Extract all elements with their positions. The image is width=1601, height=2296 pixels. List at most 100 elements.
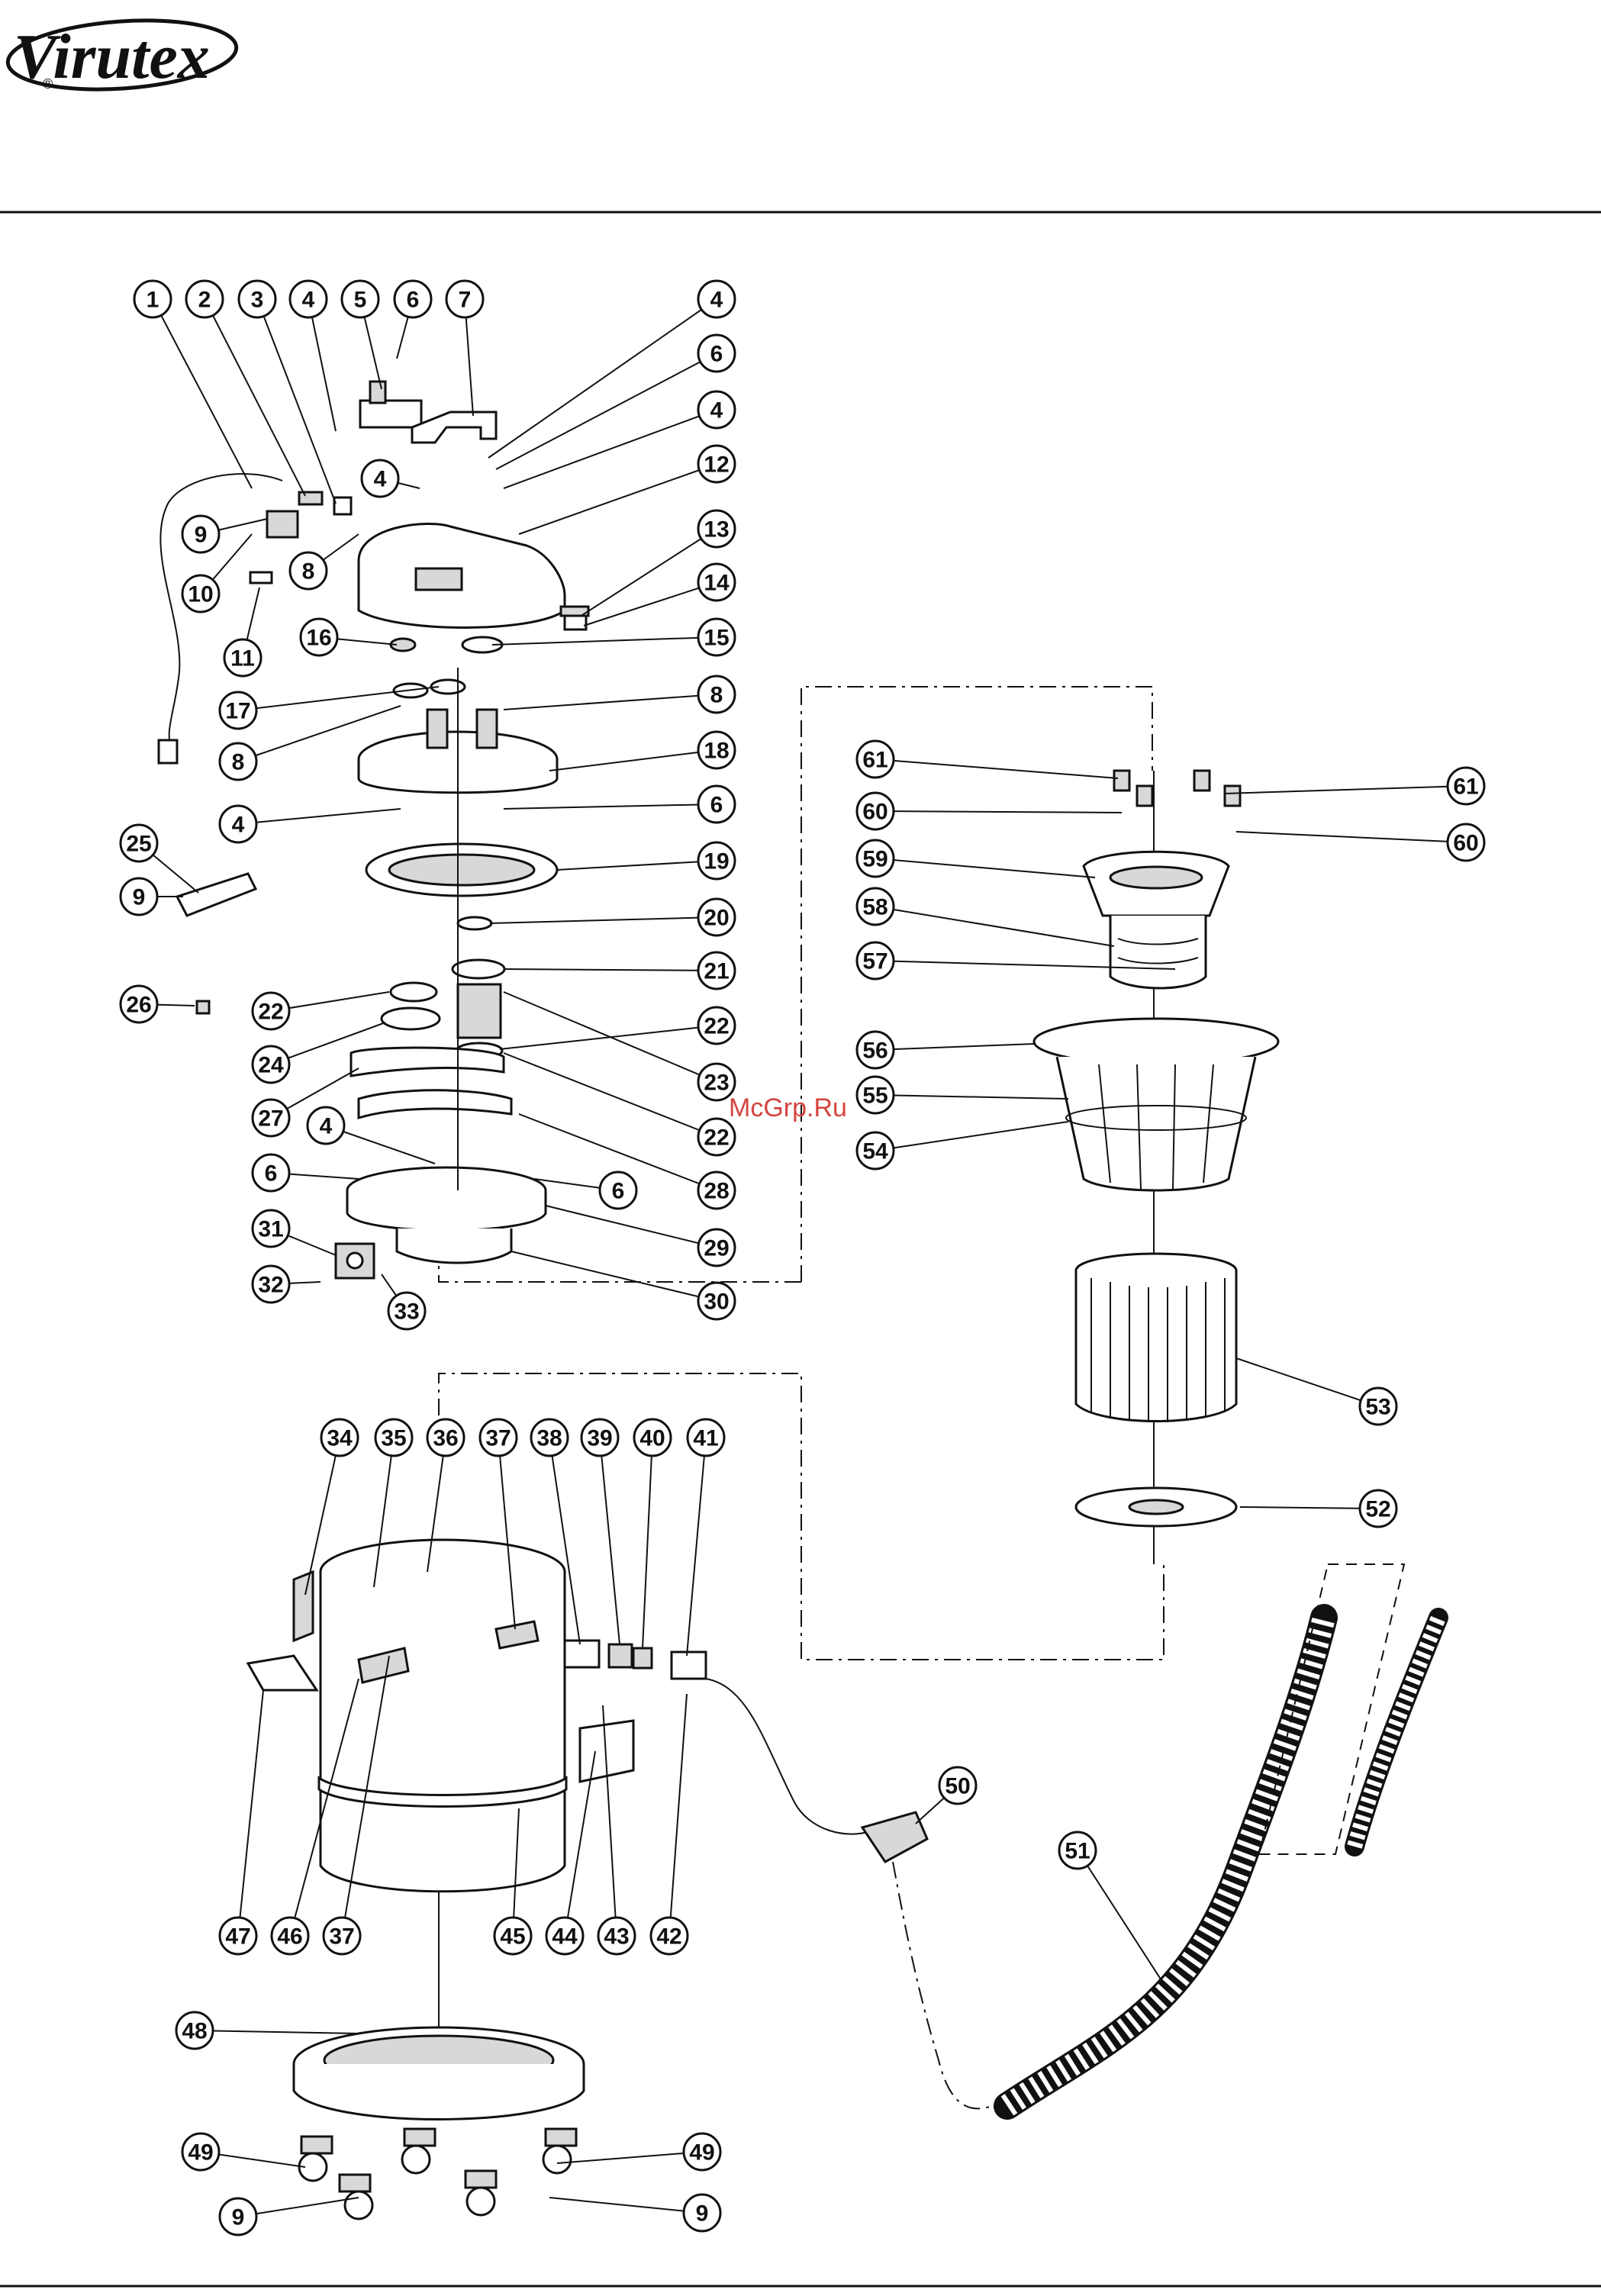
switch-block <box>267 511 298 537</box>
callout-6: 6 <box>395 281 431 317</box>
callout-number: 60 <box>1453 831 1478 856</box>
socket-40 <box>633 1648 652 1668</box>
leader-line <box>557 2152 702 2163</box>
leader-line <box>519 464 717 534</box>
cover-recess <box>416 568 462 590</box>
callout-number: 6 <box>407 288 420 313</box>
callout-50: 50 <box>939 1767 976 1804</box>
callout-24: 24 <box>253 1046 289 1083</box>
leader-line <box>557 861 717 870</box>
callout-number: 44 <box>552 1924 578 1950</box>
callout-number: 59 <box>862 847 887 872</box>
callout-43: 43 <box>598 1918 635 1954</box>
connector-50 <box>862 1812 927 1862</box>
leader-line <box>875 759 1118 778</box>
callout-number: 41 <box>693 1426 718 1451</box>
callout-number: 55 <box>862 1084 887 1109</box>
callout-19: 19 <box>698 842 735 879</box>
callout-60: 60 <box>1448 824 1484 861</box>
caster-wheel-b <box>402 2146 430 2173</box>
leader-line <box>580 529 717 617</box>
callout-44: 44 <box>546 1918 583 1954</box>
callout-number: 47 <box>225 1924 250 1950</box>
leader-line <box>1236 1358 1378 1406</box>
hose-51 <box>1007 1618 1324 2106</box>
callout-2: 2 <box>186 281 223 317</box>
filter-assembly <box>1034 771 1278 1564</box>
callout-number: 17 <box>225 699 250 724</box>
callout-59: 59 <box>857 840 894 877</box>
callout-number: 5 <box>354 288 367 313</box>
callout-number: 22 <box>704 1014 729 1039</box>
callout-number: 23 <box>704 1071 729 1096</box>
callout-9: 9 <box>182 516 219 552</box>
callout-4: 4 <box>698 281 735 317</box>
callout-number: 9 <box>696 2201 709 2227</box>
callout-number: 14 <box>704 571 730 596</box>
watermark: McGrp.Ru <box>729 1093 847 1122</box>
callout-number: 57 <box>862 949 887 974</box>
callout-number: 39 <box>587 1426 612 1451</box>
callout-6: 6 <box>600 1172 636 1209</box>
connector-link <box>893 1862 992 2108</box>
callout-45: 45 <box>494 1918 531 1954</box>
leader-line <box>1225 786 1466 794</box>
latch-34 <box>294 1572 313 1641</box>
switch-cover <box>360 401 421 427</box>
callout-number: 9 <box>195 523 208 548</box>
caster-mount-d <box>340 2175 370 2191</box>
callout-54: 54 <box>857 1132 894 1169</box>
callout-number: 49 <box>689 2140 714 2166</box>
motor-armature <box>458 984 501 1038</box>
callout-60: 60 <box>857 793 894 829</box>
callout-number: 32 <box>258 1273 283 1298</box>
callout-51: 51 <box>1059 1832 1096 1869</box>
callout-number: 58 <box>862 895 887 920</box>
leader-line <box>504 804 717 809</box>
leader-line <box>504 694 717 710</box>
post-a <box>427 710 447 748</box>
callout-number: 35 <box>381 1426 406 1451</box>
callout-42: 42 <box>651 1918 688 1954</box>
callout-number: 22 <box>704 1125 729 1151</box>
post-b <box>477 710 497 748</box>
bearing-22a <box>391 983 436 1001</box>
leader-line <box>546 1206 717 1248</box>
callout-number: 54 <box>862 1139 888 1164</box>
callout-number: 40 <box>639 1426 665 1451</box>
callout-number: 15 <box>704 626 729 651</box>
callout-number: 13 <box>704 517 729 543</box>
callout-40: 40 <box>634 1419 671 1456</box>
leader-line <box>205 299 305 496</box>
callout-22: 22 <box>253 993 289 1029</box>
leader-line <box>549 750 717 771</box>
callout-61: 61 <box>857 741 894 778</box>
callout-46: 46 <box>272 1918 308 1954</box>
callout-6: 6 <box>698 335 735 372</box>
callout-13: 13 <box>698 510 735 547</box>
socket-39 <box>609 1644 632 1667</box>
callout-12: 12 <box>698 446 735 482</box>
callout-number: 29 <box>704 1236 729 1261</box>
callout-number: 8 <box>302 559 315 584</box>
leader-line <box>500 1026 717 1049</box>
callout-57: 57 <box>857 942 894 979</box>
callout-number: 7 <box>459 288 472 313</box>
leader-line <box>600 1438 620 1644</box>
cartridge-body-53 <box>1076 1270 1236 1422</box>
callout-number: 21 <box>704 959 729 984</box>
connector-cable <box>706 1679 870 1834</box>
cap-61c <box>1194 771 1210 791</box>
callout-number: 8 <box>232 750 245 775</box>
callout-number: 46 <box>277 1924 302 1950</box>
callout-14: 14 <box>698 564 735 601</box>
callout-number: 19 <box>704 849 729 874</box>
callout-22: 22 <box>698 1119 735 1155</box>
callout-48: 48 <box>176 2012 213 2049</box>
leader-line <box>1240 1507 1378 1509</box>
cap-61b <box>1137 786 1152 806</box>
leader-line <box>875 1122 1068 1151</box>
leader-line <box>875 858 1095 878</box>
callout-number: 2 <box>198 288 211 313</box>
